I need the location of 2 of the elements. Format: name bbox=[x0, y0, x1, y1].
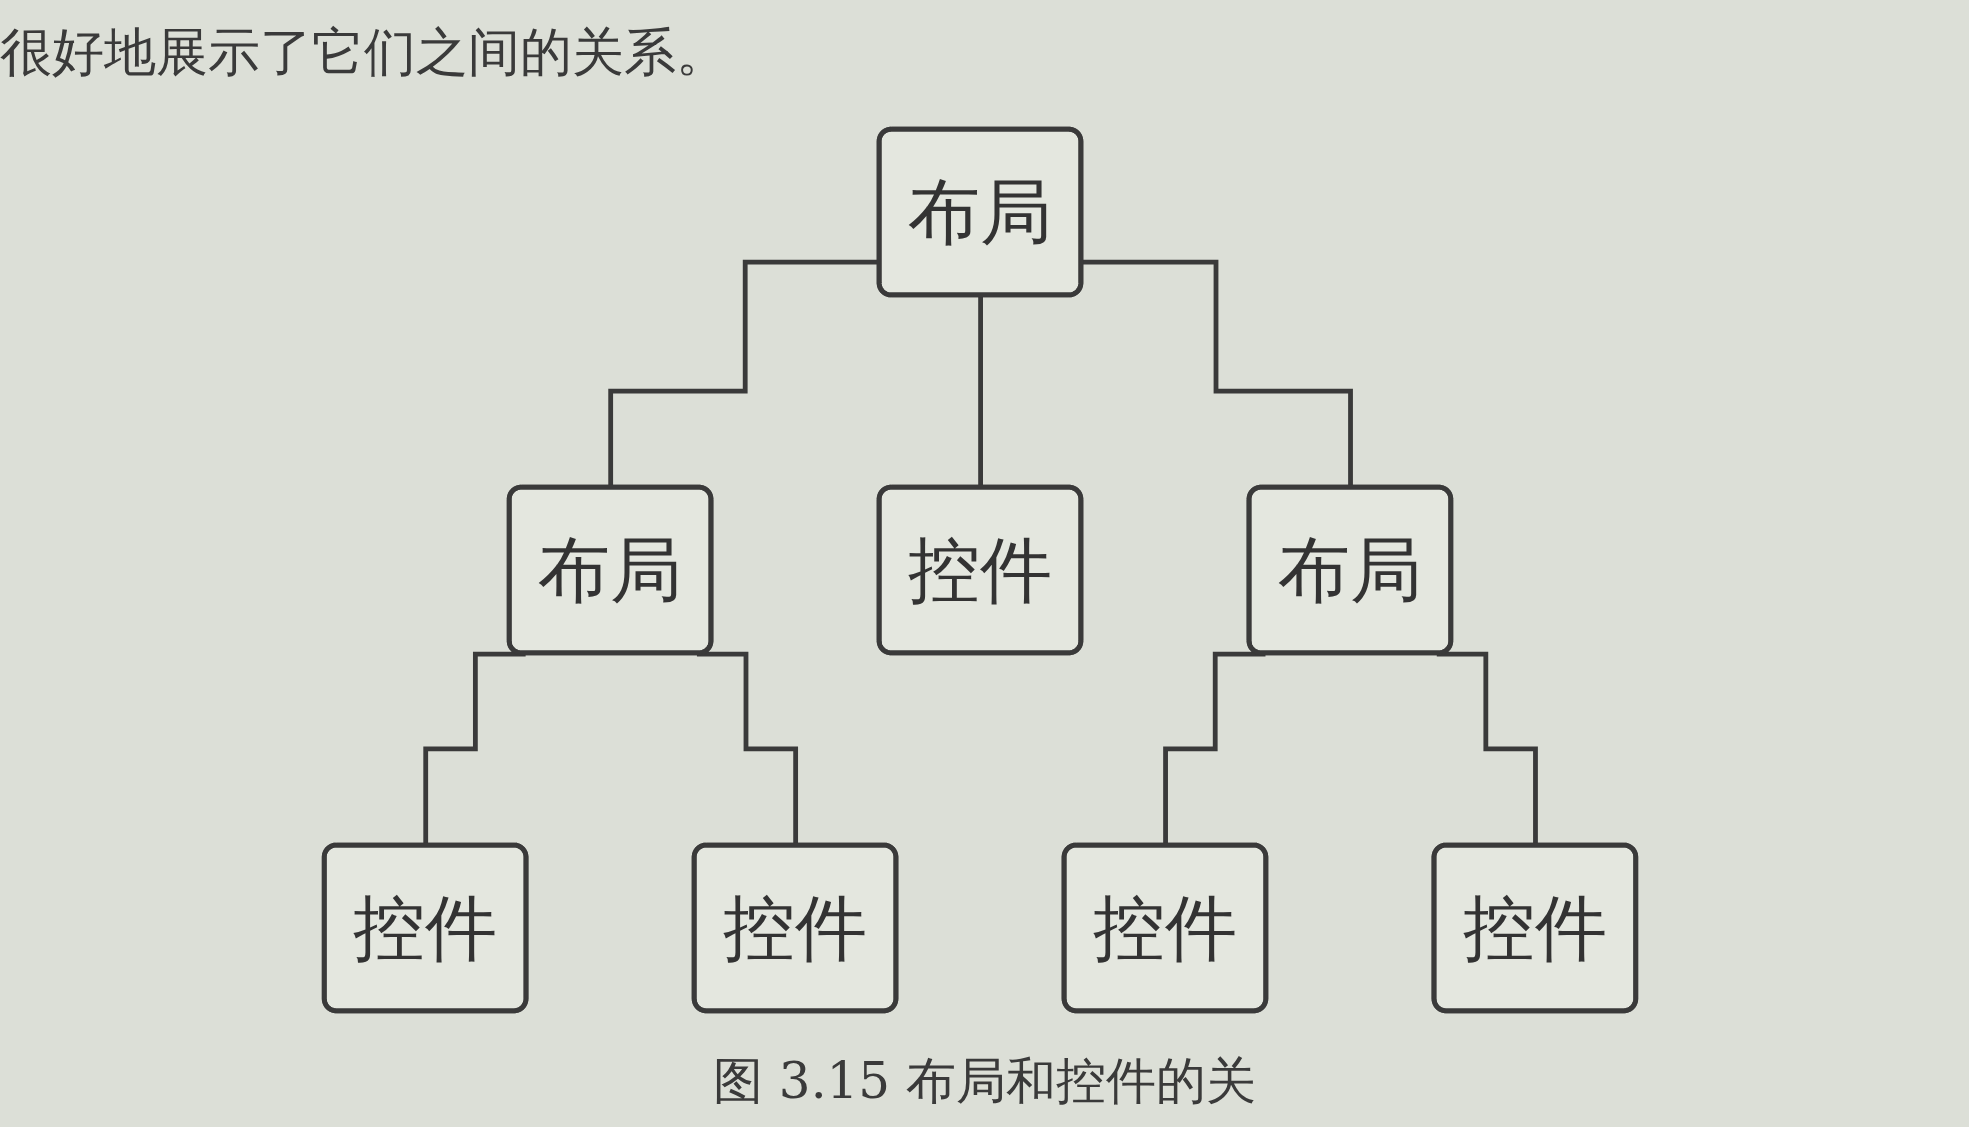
figure-caption: 图 3.15 布局和控件的关 bbox=[712, 1052, 1257, 1110]
body-text: 很好地展示了它们之间的关系。 bbox=[0, 21, 728, 84]
